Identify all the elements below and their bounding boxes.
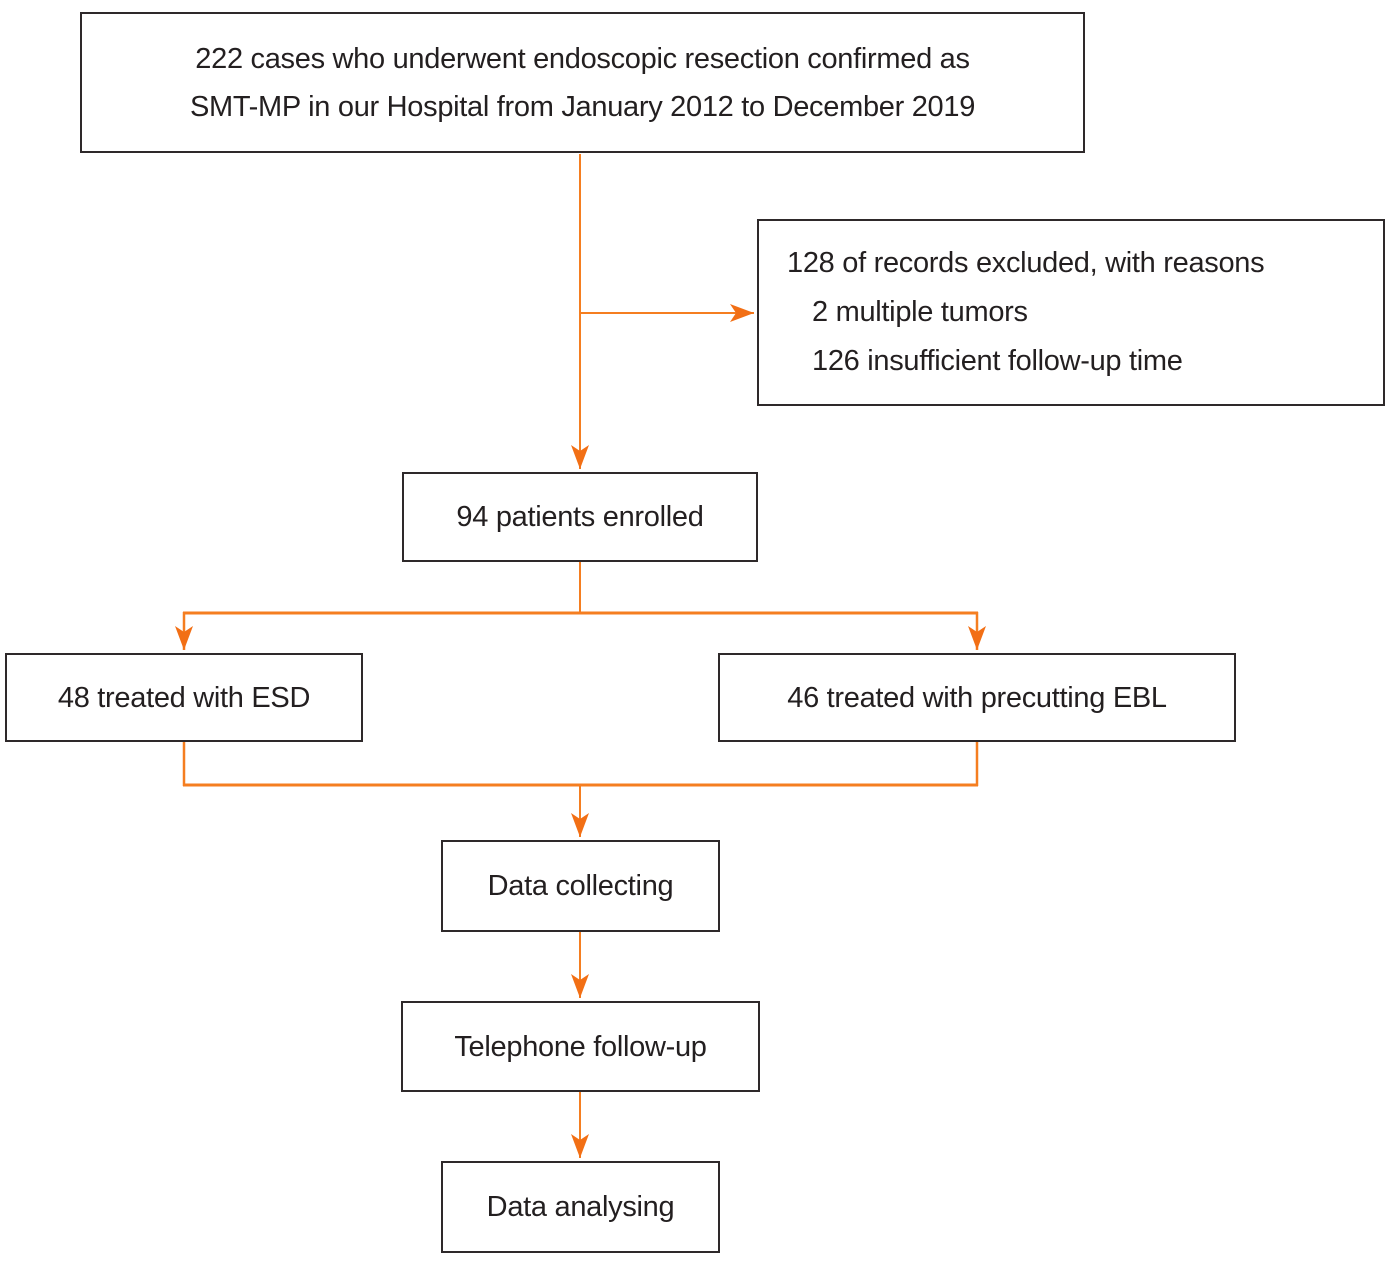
- node-source-cohort: 222 cases who underwent endoscopic resec…: [80, 12, 1085, 153]
- node-data-analysing: Data analysing: [441, 1161, 720, 1253]
- node-data-collecting: Data collecting: [441, 840, 720, 932]
- excluded-reason-2: 126 insufficient follow-up time: [812, 345, 1183, 377]
- data-collecting-label: Data collecting: [487, 870, 674, 902]
- excluded-reason-1: 2 multiple tumors: [812, 296, 1028, 328]
- node-ebl-branch: 46 treated with precutting EBL: [718, 653, 1236, 742]
- node-esd-branch: 48 treated with ESD: [5, 653, 363, 742]
- source-cohort-line1: 222 cases who underwent endoscopic resec…: [195, 42, 970, 75]
- node-enrolled: 94 patients enrolled: [402, 472, 758, 562]
- excluded-title: 128 of records excluded, with reasons: [787, 247, 1265, 279]
- esd-label: 48 treated with ESD: [57, 681, 311, 714]
- data-analysing-label: Data analysing: [486, 1191, 675, 1223]
- enrolled-label: 94 patients enrolled: [456, 501, 704, 533]
- telephone-followup-label: Telephone follow-up: [454, 1030, 707, 1063]
- node-excluded: 128 of records excluded, with reasons 2 …: [757, 219, 1385, 406]
- node-telephone-followup: Telephone follow-up: [401, 1001, 760, 1092]
- ebl-label: 46 treated with precutting EBL: [787, 681, 1167, 714]
- source-cohort-line2: SMT-MP in our Hospital from January 2012…: [189, 90, 976, 123]
